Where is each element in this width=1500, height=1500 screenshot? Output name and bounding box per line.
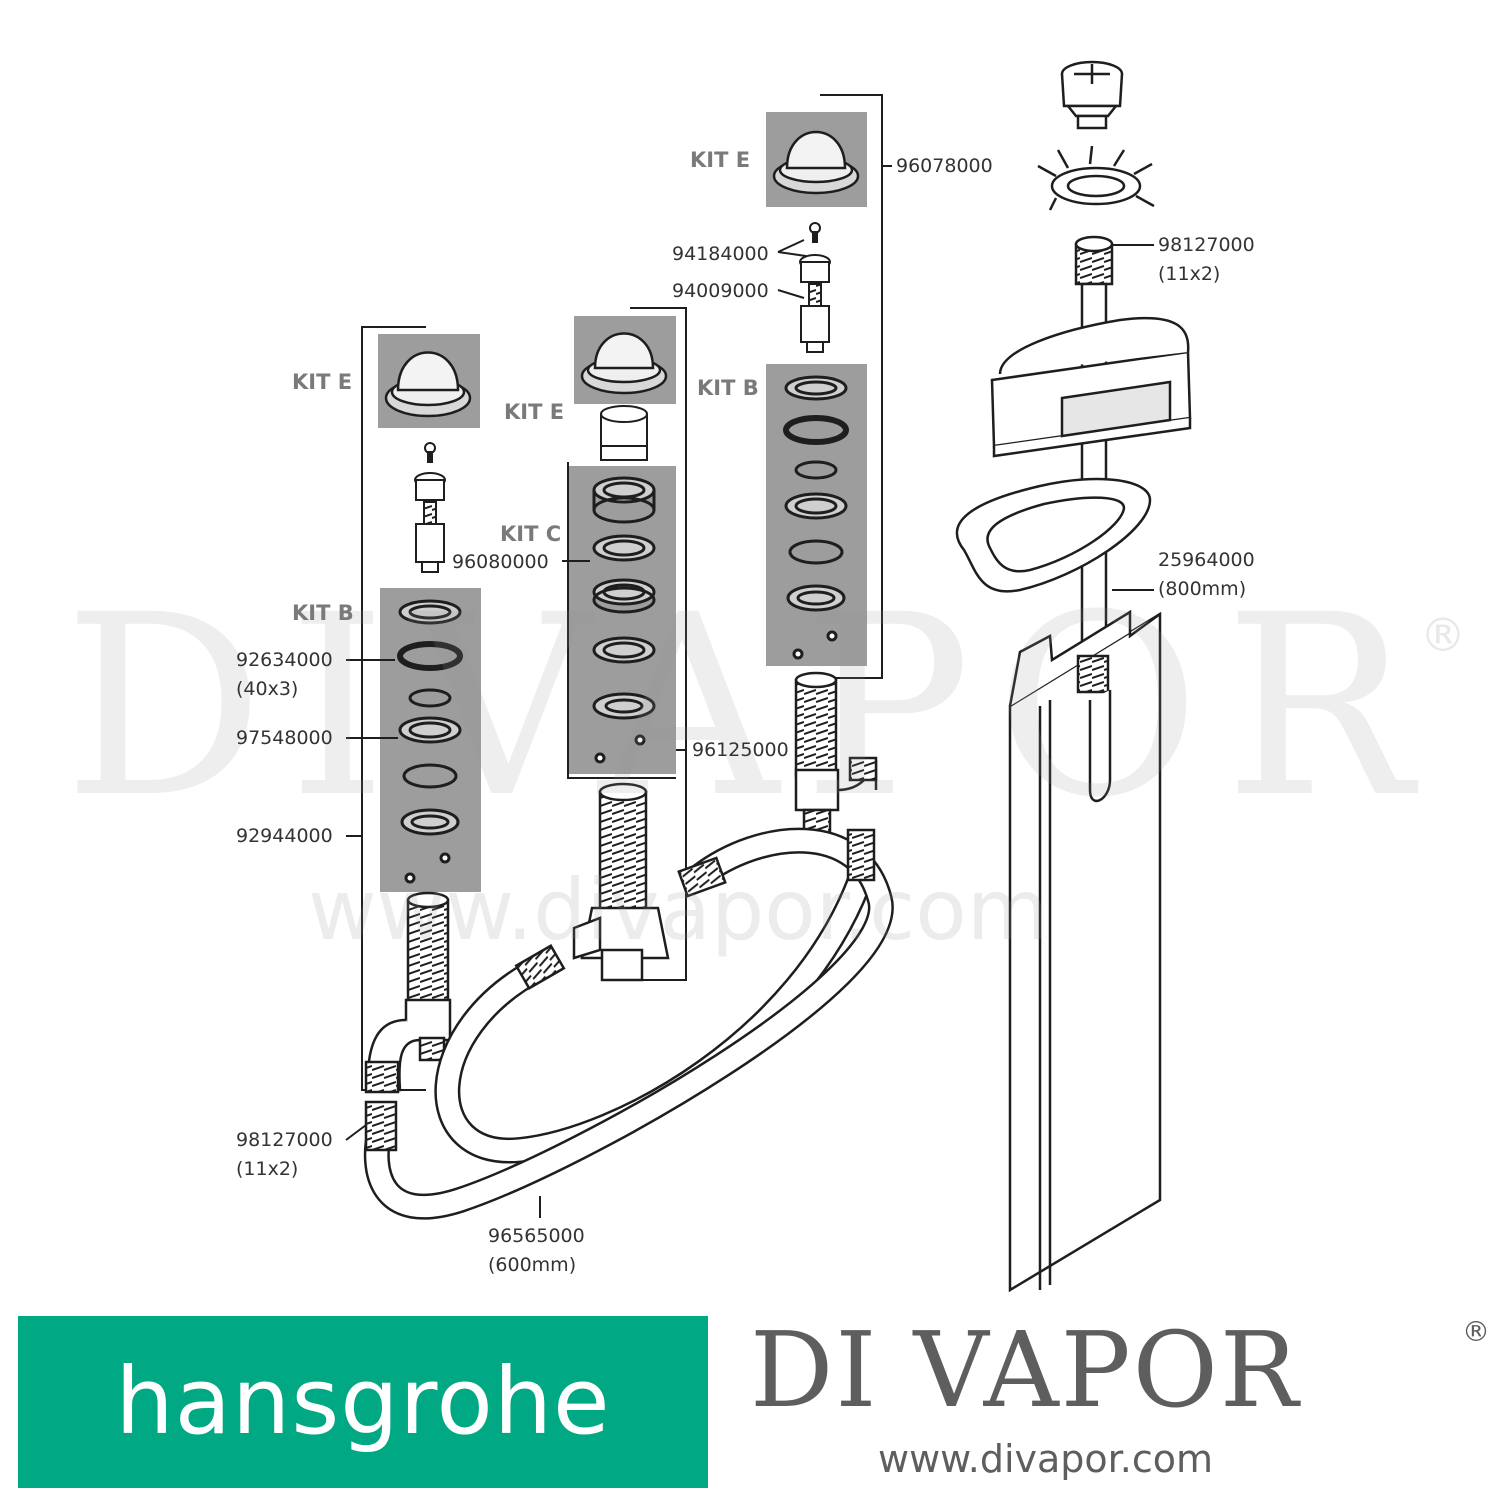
part-94184000: 94184000: [672, 243, 769, 265]
kit-c-label: KIT C: [500, 522, 562, 546]
part-92634000-qty: (40x3): [236, 678, 299, 700]
part-94009000: 94009000: [672, 280, 769, 302]
part-96125000: 96125000: [692, 739, 789, 761]
part-96080000: 96080000: [452, 551, 549, 573]
part-97548000: 97548000: [236, 727, 333, 749]
cap-middle: [580, 332, 668, 395]
kit-e-label-right: KIT E: [690, 148, 751, 172]
part-98127000-top: 98127000: [1158, 234, 1255, 256]
clip-ring: [1037, 145, 1155, 211]
hose-fittings: [364, 828, 876, 1152]
hansgrohe-logo: hansgrohe: [18, 1316, 708, 1488]
part-92944000: 92944000: [236, 825, 333, 847]
part-25964000: 25964000: [1158, 549, 1255, 571]
cap-right: [772, 130, 860, 195]
part-98127000-bottom: 98127000: [236, 1129, 333, 1151]
watermark-url: www.divapor.com: [308, 861, 1049, 959]
spout-column: [1008, 609, 1162, 1293]
divapor-url: www.divapor.com: [878, 1437, 1214, 1481]
part-92634000: 92634000: [236, 649, 333, 671]
kit-b-label-right: KIT B: [697, 376, 759, 400]
watermark-text: DIVAPOR: [63, 561, 1437, 852]
kit-b-label-left: KIT B: [292, 601, 354, 625]
part-98127000-top-qty: (11x2): [1158, 263, 1221, 285]
kit-e-label-middle: KIT E: [504, 400, 565, 424]
hansgrohe-logo-text: hansgrohe: [115, 1348, 611, 1455]
divapor-logo: DI VAPOR: [750, 1309, 1301, 1431]
spindles: [414, 222, 831, 573]
seals: [397, 375, 849, 884]
part-96565000-length: (600mm): [488, 1254, 577, 1276]
part-25964000-length: (800mm): [1158, 578, 1247, 600]
aerator: [1060, 60, 1124, 130]
cap-left: [384, 351, 472, 418]
part-96565000: 96565000: [488, 1225, 585, 1247]
valve-body: [364, 671, 878, 1094]
kit-e-label-left: KIT E: [292, 370, 353, 394]
part-96078000: 96078000: [896, 155, 993, 177]
hoses: [363, 827, 894, 1220]
mounting-plate: [955, 477, 1152, 593]
part-98127000-bottom-qty: (11x2): [236, 1158, 299, 1180]
kit-c-panel: [569, 466, 676, 774]
divapor-registered-mark: ®: [1462, 1315, 1490, 1348]
watermark-registered: ®: [1420, 608, 1466, 662]
